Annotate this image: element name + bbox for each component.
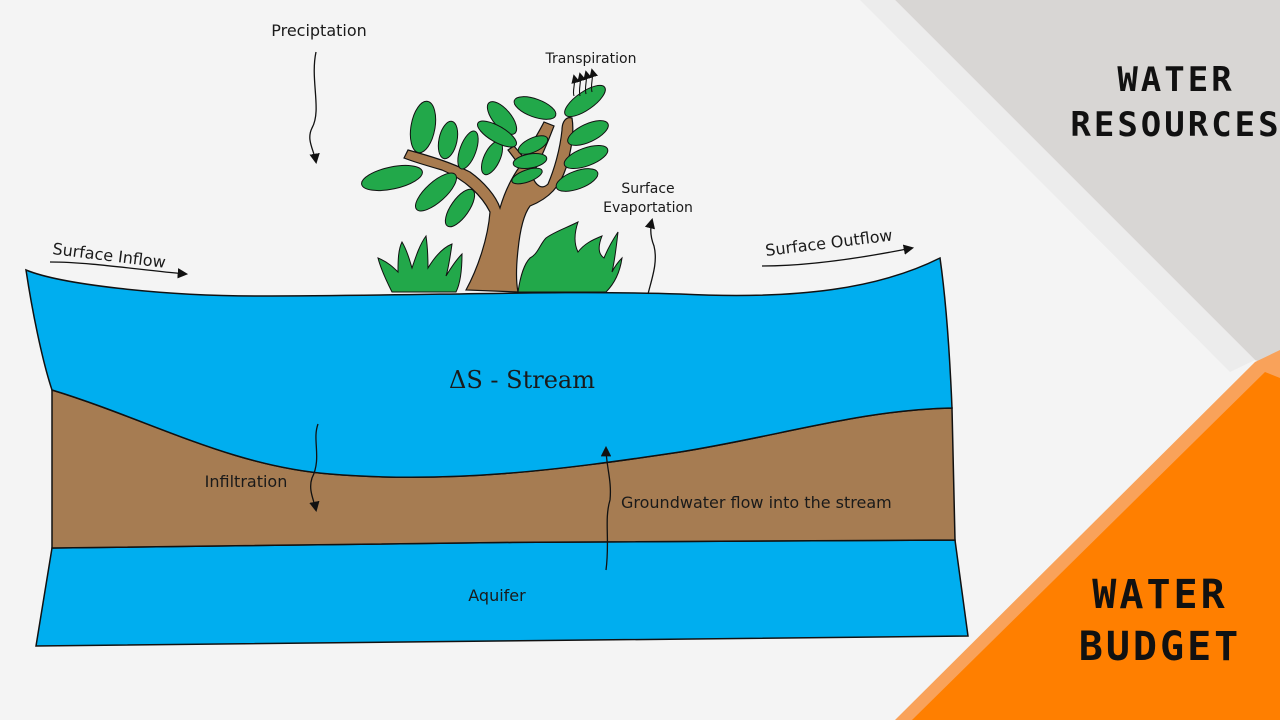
- title-water-resources-line1: WATER: [1117, 60, 1234, 100]
- surface-evaporation-label-line2: Evaportation: [603, 200, 693, 216]
- title-water-budget-line2: BUDGET: [1079, 624, 1242, 670]
- grass-left-icon: [378, 236, 462, 292]
- surface-evaporation-label-line1: Surface: [621, 181, 674, 197]
- precipitation-arrow-icon: [310, 52, 316, 162]
- groundwater-label: Groundwater flow into the stream: [621, 493, 892, 512]
- grass-right-icon: [518, 222, 622, 292]
- top-gray-banner: [895, 0, 1280, 370]
- transpiration-label: Transpiration: [545, 51, 637, 67]
- infiltration-label: Infiltration: [205, 472, 288, 491]
- tree-leaves-icon: [359, 80, 611, 231]
- aquifer-label: Aquifer: [468, 586, 526, 605]
- title-water-resources-line2: RESOURCES: [1070, 105, 1280, 145]
- title-water-budget-line1: WATER: [1092, 572, 1227, 618]
- surface-inflow-label: Surface Inflow: [52, 239, 167, 272]
- precipitation-label: Preciptation: [271, 21, 367, 40]
- stream-label: ΔS - Stream: [449, 366, 595, 394]
- evaporation-arrow-icon: [648, 220, 655, 294]
